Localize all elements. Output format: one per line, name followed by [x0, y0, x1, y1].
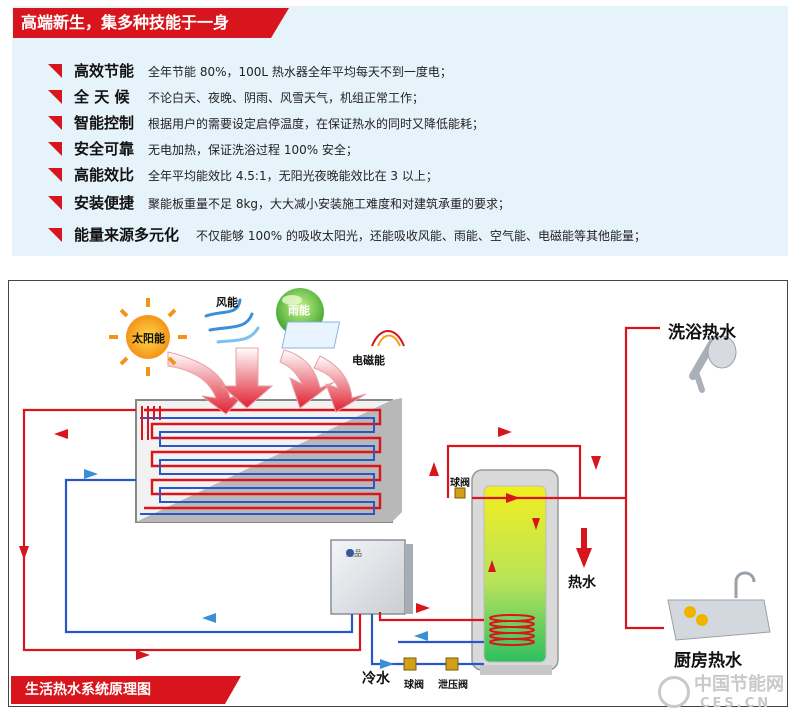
feature-desc: 根据用户的需要设定启停温度，在保证热水的同时又降低能耗； [148, 117, 485, 131]
sun-icon [109, 298, 187, 376]
collector-panel [135, 398, 402, 523]
feature-desc: 无电加热，保证洗浴过程 100% 安全； [148, 143, 358, 157]
features-panel [12, 6, 788, 256]
watermark-en: CES.CN [700, 696, 772, 711]
wind-icon [204, 298, 260, 344]
feature-name: 全 天 候 [74, 88, 130, 106]
energy-arrows [167, 347, 367, 415]
ball-valve-bottom-label: 球阀 [404, 680, 424, 691]
feature-name: 安装便捷 [74, 194, 135, 212]
diagram-title-banner: 生活热水系统原理图 [11, 676, 241, 704]
flag-icon [48, 168, 62, 182]
storage-tank [471, 469, 559, 675]
heat-pump-unit [330, 539, 413, 615]
wind-label: 风能 [216, 296, 238, 309]
feature-desc: 聚能板重量不足 8kg，大大减小安装施工难度和对建筑承重的要求； [148, 197, 511, 211]
flag-icon [48, 64, 62, 78]
feature-desc: 全年节能 80%，100L 热水器全年平均每天不到一度电； [148, 65, 452, 79]
flag-icon [48, 116, 62, 130]
valves [403, 487, 466, 671]
header-banner: 高端新生，集多种技能于一身 [13, 8, 289, 38]
sink-icon [667, 571, 771, 641]
feature-desc: 不论白天、夜晚、阴雨、风雪天气，机组正常工作； [148, 91, 425, 105]
electromagnetic-icon [281, 321, 405, 349]
solar-label: 太阳能 [132, 332, 165, 345]
feature-name: 能量来源多元化 [74, 226, 180, 244]
flow-arrows [19, 427, 601, 669]
shower-label: 洗浴热水 [668, 323, 736, 343]
watermark-cn: 中国节能网 [694, 674, 784, 695]
watermark-logo-icon [658, 676, 690, 708]
flag-icon [48, 196, 62, 210]
header-title: 高端新生，集多种技能于一身 [21, 13, 230, 32]
hot-water-label: 热水 [568, 575, 596, 591]
shower-icon [689, 335, 737, 393]
relief-valve-label: 泄压阀 [438, 680, 468, 691]
feature-desc: 不仅能够 100% 的吸收太阳光，还能吸收风能、雨能、空气能、电磁能等其他能量； [196, 229, 646, 243]
feature-name: 高效节能 [74, 62, 135, 80]
cold-water-label: 冷水 [362, 671, 390, 687]
electromagnetic-label: 电磁能 [352, 354, 385, 367]
hot-pipes [22, 326, 664, 652]
flag-icon [48, 142, 62, 156]
feature-name: 安全可靠 [74, 140, 135, 158]
ball-valve-top-label: 球阀 [450, 478, 470, 489]
flag-icon [48, 228, 62, 242]
unit-brand: 某品 [346, 549, 362, 558]
feature-desc: 全年平均能效比 4.5:1，无阳光夜晚能效比在 3 以上； [148, 169, 438, 183]
kitchen-label: 厨房热水 [674, 651, 742, 671]
feature-name: 智能控制 [74, 114, 135, 132]
flag-icon [48, 90, 62, 104]
feature-name: 高能效比 [74, 166, 135, 184]
rain-label: 雨能 [288, 304, 310, 317]
diagram-title: 生活热水系统原理图 [25, 682, 151, 698]
